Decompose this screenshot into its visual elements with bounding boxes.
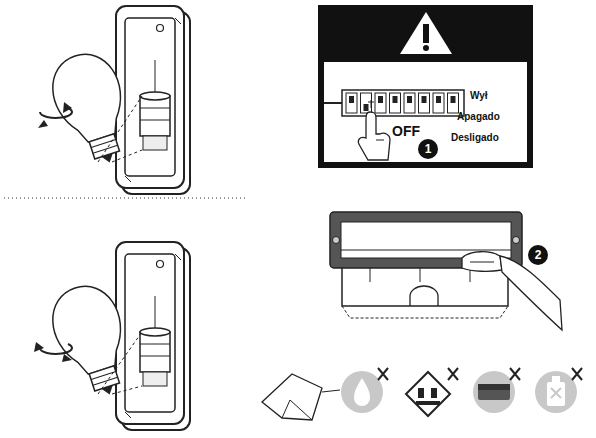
install-step-top-part xyxy=(98,96,142,162)
breaker-switches-part xyxy=(375,93,386,113)
install-step-top-part xyxy=(112,150,142,162)
warning-panel-part xyxy=(423,24,429,43)
no-solvent-icon-part xyxy=(535,371,577,413)
breaker-switches-part xyxy=(364,104,369,111)
no-solvent-icon xyxy=(535,371,577,413)
prohibited-marks-part xyxy=(448,368,458,380)
no-chemicals-icon-part xyxy=(416,401,440,405)
pointing-hand xyxy=(358,100,390,160)
install-step-bottom xyxy=(34,242,190,430)
warning-panel-part xyxy=(318,5,533,168)
fixture-cleaning-part xyxy=(462,252,502,272)
fixture-cleaning-part xyxy=(333,237,340,244)
breaker-switches-part xyxy=(390,93,401,113)
breaker-switches-part xyxy=(419,93,430,113)
install-step-top-part xyxy=(38,120,48,128)
install-step-top-part xyxy=(44,46,142,173)
install-step-bottom-part xyxy=(40,344,72,354)
fixture-cleaning xyxy=(330,212,562,330)
breaker-switches-part xyxy=(378,96,383,103)
cloth xyxy=(262,374,340,420)
fixture-cleaning-part xyxy=(410,286,438,306)
prohibited-marks-part xyxy=(572,368,582,380)
warning-panel-part xyxy=(324,62,527,162)
install-step-bottom-part xyxy=(62,354,72,362)
fixture-cleaning-part xyxy=(341,250,511,251)
no-chemicals-icon-part xyxy=(406,372,450,416)
install-step-bottom-part xyxy=(112,386,142,394)
separator xyxy=(4,197,246,198)
breaker-switches-part xyxy=(436,96,441,103)
pointing-hand-part xyxy=(368,102,374,103)
breaker-switches-part xyxy=(422,96,427,103)
no-sponge-icon-part xyxy=(473,371,515,413)
install-step-top-part xyxy=(63,102,72,113)
install-step-bottom-part xyxy=(98,332,142,394)
breaker-switches-part xyxy=(433,93,444,113)
install-step-top-part xyxy=(116,6,190,194)
fixture-cleaning-part xyxy=(500,256,562,330)
warning-panel xyxy=(318,5,533,168)
breaker-switches-part xyxy=(407,96,412,103)
fixture-cleaning-part xyxy=(370,268,371,282)
no-solvent-icon-part xyxy=(552,376,560,382)
no-solvent-icon-part xyxy=(551,388,561,398)
install-step-top xyxy=(38,6,190,194)
breaker-switches-part xyxy=(451,96,456,103)
no-chemicals-icon-part xyxy=(418,388,424,398)
no-water-icon-part xyxy=(341,371,383,413)
breaker-switches-part xyxy=(361,93,372,113)
install-step-top-part-part xyxy=(44,46,142,173)
pointing-hand-part xyxy=(358,112,390,160)
pointing-hand-part xyxy=(376,140,384,141)
install-step-bottom-part xyxy=(44,278,142,405)
fixture-cleaning-part xyxy=(420,268,421,282)
breaker-switches-part xyxy=(349,96,354,103)
breaker-switches-part xyxy=(393,96,398,103)
install-step-bottom-part xyxy=(116,242,190,430)
cloth-part xyxy=(282,400,312,420)
warning-panel-part xyxy=(423,45,429,51)
no-chemicals-icon xyxy=(406,372,450,416)
off-label: Apagado xyxy=(457,112,500,122)
no-water-icon-part xyxy=(354,378,370,406)
no-sponge-icon-part xyxy=(478,384,510,400)
no-chemicals-icon-part xyxy=(431,388,437,398)
breaker-switches-part xyxy=(448,93,459,113)
fixture-cleaning-part xyxy=(513,237,520,244)
no-water-icon xyxy=(341,371,383,413)
prohibited-marks-part xyxy=(510,368,520,380)
install-step-bottom-part xyxy=(34,342,44,352)
breaker-switches xyxy=(346,93,459,113)
prohibited-marks-part xyxy=(378,368,388,380)
warning-panel-part xyxy=(342,90,464,116)
no-sponge-icon-part xyxy=(478,384,510,390)
callout-number: 1 xyxy=(418,139,438,159)
breaker-switches-part xyxy=(404,93,415,113)
cloth-part xyxy=(262,374,322,420)
warning-panel-part xyxy=(400,12,452,54)
callout-text: 2 xyxy=(535,249,542,261)
no-sponge-icon xyxy=(473,371,515,413)
prohibited-marks xyxy=(378,368,582,380)
install-step-bottom-part-part xyxy=(44,278,142,405)
cloth-part xyxy=(322,390,340,392)
pointing-hand-part xyxy=(371,100,372,108)
fixture-cleaning-part xyxy=(342,306,508,318)
off-label: Desligado xyxy=(451,133,499,143)
fixture-cleaning-part xyxy=(342,268,508,306)
off-label: Wył xyxy=(470,91,488,101)
callout-number: 2 xyxy=(528,245,548,265)
fixture-cleaning-part xyxy=(470,262,494,263)
off-label: OFF xyxy=(392,124,420,138)
callout-text: 1 xyxy=(425,143,432,155)
warning-panel-part xyxy=(324,102,342,104)
no-solvent-icon-part xyxy=(547,382,565,406)
breaker-switches-part xyxy=(346,93,357,113)
